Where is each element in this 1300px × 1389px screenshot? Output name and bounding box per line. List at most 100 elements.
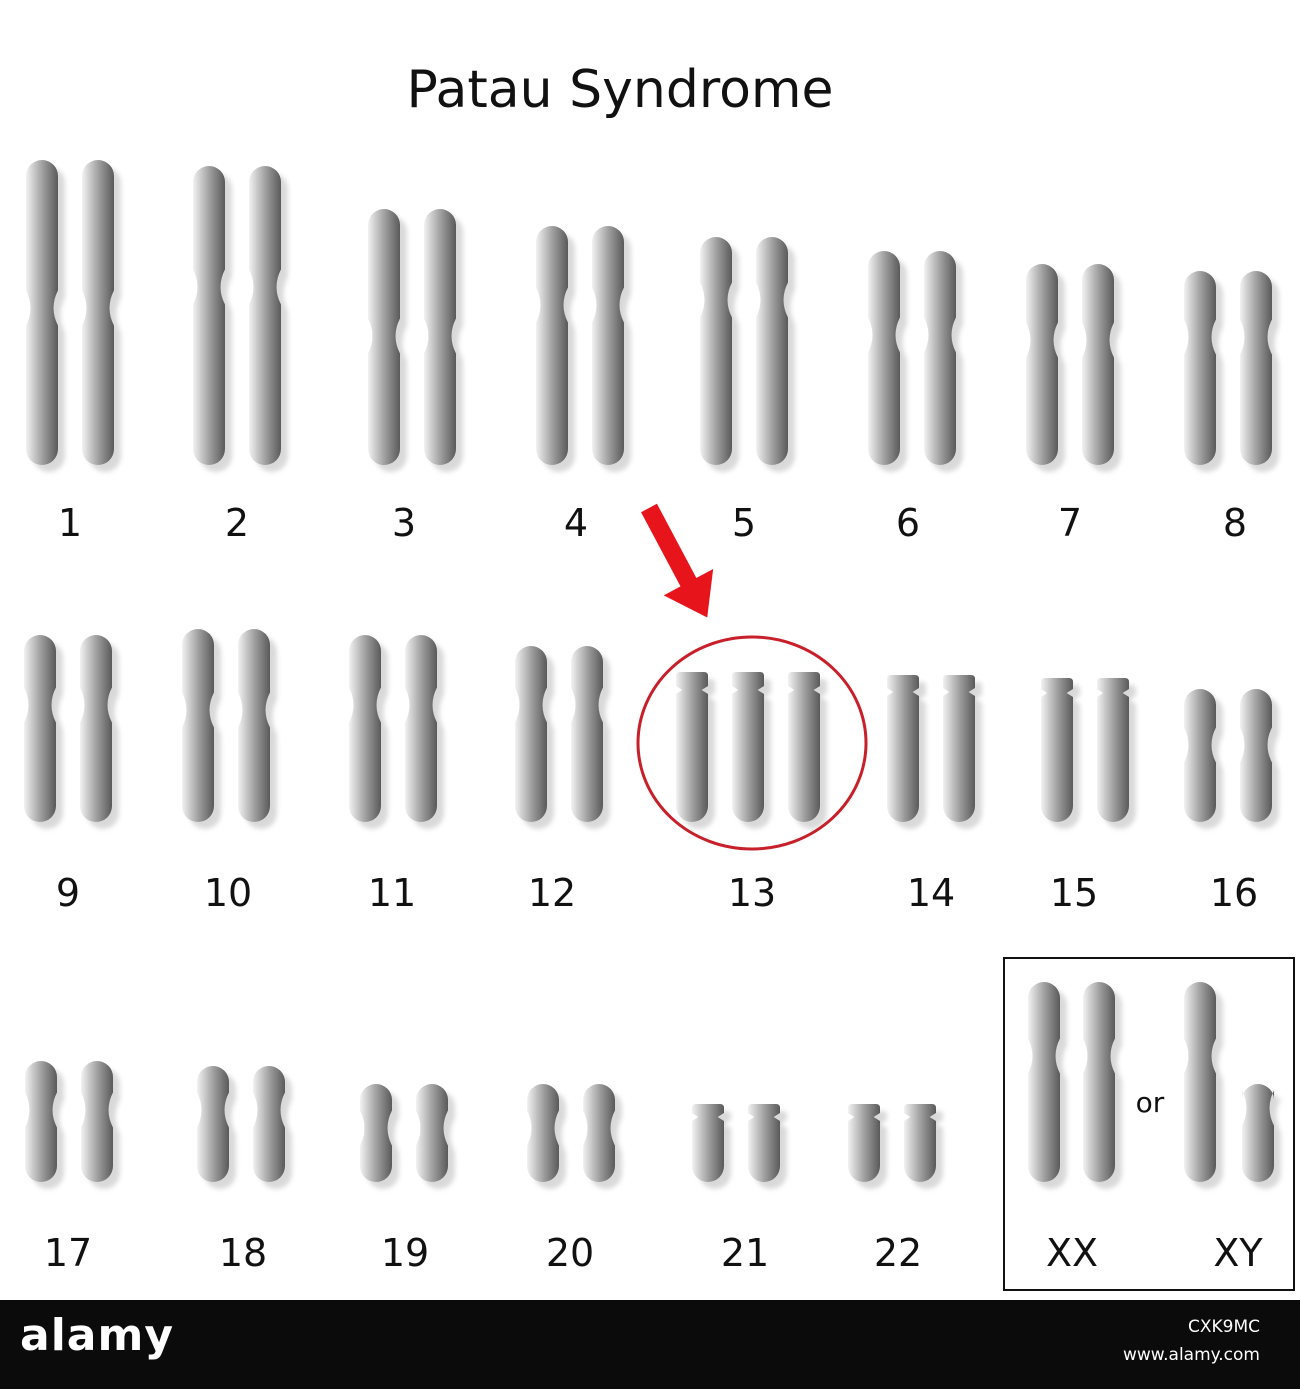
footer-bar: alamy CXK9MC www.alamy.com: [0, 1300, 1300, 1389]
chromosome-12-copy-2: [571, 646, 610, 829]
chromosome-label-19: 19: [381, 1231, 429, 1275]
chromosome-label-12: 12: [528, 871, 576, 915]
chromosome-22-copy-1: [848, 1104, 887, 1189]
chromosome-7-copy-2: [1082, 264, 1121, 472]
chromosome-10-copy-1: [182, 629, 221, 829]
sex-chromosome-frame: [1003, 957, 1295, 1291]
chromosome-label-10: 10: [204, 871, 252, 915]
sex-or-label: or: [1136, 1086, 1165, 1119]
chromosome-7-copy-1: [1026, 264, 1065, 472]
chromosome-label-6: 6: [896, 501, 920, 545]
chromosome-label-2: 2: [225, 501, 249, 545]
chromosome-body: [368, 209, 400, 465]
chromosome-15-copy-2: [1097, 678, 1136, 829]
chromosome-1-copy-2: [82, 160, 121, 472]
chromosome-19-copy-1: [360, 1084, 399, 1189]
chromosome-label-14: 14: [907, 871, 955, 915]
chromosome-4-copy-2: [592, 226, 631, 472]
alamy-logo: alamy: [20, 1310, 174, 1361]
chromosome-label-17: 17: [44, 1231, 92, 1275]
chromosome-17-copy-2: [81, 1061, 120, 1189]
chromosome-11-copy-2: [405, 635, 444, 829]
chromosome-label-9: 9: [56, 871, 80, 915]
chromosome-3-copy-2: [424, 209, 463, 472]
chromosome-body: [26, 160, 58, 465]
chromosome-body: [80, 635, 112, 822]
chromosome-body: [1184, 982, 1216, 1182]
chromosome-body: [424, 209, 456, 465]
chromosome-21-copy-2: [748, 1104, 787, 1189]
chromosome-body: [904, 1104, 936, 1182]
chromosome-body: [197, 1066, 229, 1182]
chromosome-4-copy-1: [536, 226, 575, 472]
chromosome-body: [1028, 982, 1060, 1182]
xx-label: XX: [1046, 1231, 1098, 1275]
chromosome-body: [238, 629, 270, 822]
chromosome-label-18: 18: [219, 1231, 267, 1275]
chromosome-6-copy-2: [924, 251, 963, 472]
chromosome-2-copy-2: [249, 166, 288, 472]
chromosome-13-copy-1: [676, 672, 715, 829]
chromosome-10-copy-2: [238, 629, 277, 829]
chromosome-body: [515, 646, 547, 822]
y-chromosome: [1242, 1084, 1281, 1189]
x-chromosome-xy: [1184, 982, 1223, 1189]
chromosome-9-copy-2: [80, 635, 119, 829]
chromosome-body: [249, 166, 281, 465]
chromosome-label-4: 4: [564, 501, 588, 545]
chromosome-body: [1184, 689, 1216, 822]
chromosome-5-copy-2: [756, 237, 795, 472]
chromosome-13-copy-3: [788, 672, 827, 829]
chromosome-body: [592, 226, 624, 465]
chromosome-body: [536, 226, 568, 465]
chromosome-body: [82, 160, 114, 465]
chromosome-body: [748, 1104, 780, 1182]
chromosome-20-copy-1: [527, 1084, 566, 1189]
chromosome-body: [24, 635, 56, 822]
chromosome-8-copy-1: [1184, 271, 1223, 472]
chromosome-body: [732, 672, 764, 822]
chromosome-body: [1240, 271, 1272, 465]
chromosome-8-copy-2: [1240, 271, 1279, 472]
chromosome-label-15: 15: [1050, 871, 1098, 915]
chromosome-14-copy-1: [887, 675, 926, 829]
chromosome-11-copy-1: [349, 635, 388, 829]
chromosome-9-copy-1: [24, 635, 63, 829]
chromosome-13-copy-2: [732, 672, 771, 829]
chromosome-19-copy-2: [416, 1084, 455, 1189]
chromosome-layer: [24, 160, 1279, 1189]
sex-chromosome-box: XX or XY: [1003, 957, 1295, 1291]
chromosome-label-16: 16: [1210, 871, 1258, 915]
x-chromosome-1: [1028, 982, 1067, 1189]
chromosome-18-copy-1: [197, 1066, 236, 1189]
chromosome-label-20: 20: [546, 1231, 594, 1275]
chromosome-12-copy-1: [515, 646, 554, 829]
chromosome-body: [1082, 264, 1114, 465]
trisomy-highlight-circle: [636, 635, 868, 851]
chromosome-body: [756, 237, 788, 465]
chromosome-16-copy-1: [1184, 689, 1223, 829]
image-id: CXK9MC: [1187, 1317, 1260, 1337]
chromosome-6-copy-1: [868, 251, 907, 472]
chromosome-21-copy-1: [692, 1104, 731, 1189]
chromosome-label-7: 7: [1058, 501, 1082, 545]
chromosome-body: [583, 1084, 615, 1182]
chromosome-body: [25, 1061, 57, 1182]
chromosome-body: [692, 1104, 724, 1182]
x-chromosome-2: [1083, 982, 1122, 1189]
chromosome-2-copy-1: [193, 166, 232, 472]
chromosome-body: [676, 672, 708, 822]
chromosome-label-3: 3: [392, 501, 416, 545]
chromosome-15-copy-1: [1041, 678, 1080, 829]
chromosome-body: [1041, 678, 1073, 822]
chromosome-body: [788, 672, 820, 822]
chromosome-body: [1242, 1084, 1274, 1182]
chromosome-body: [887, 675, 919, 822]
chromosome-body: [1083, 982, 1115, 1182]
chromosome-body: [1026, 264, 1058, 465]
chromosome-body: [700, 237, 732, 465]
diagram-title: Patau Syndrome: [406, 60, 833, 120]
